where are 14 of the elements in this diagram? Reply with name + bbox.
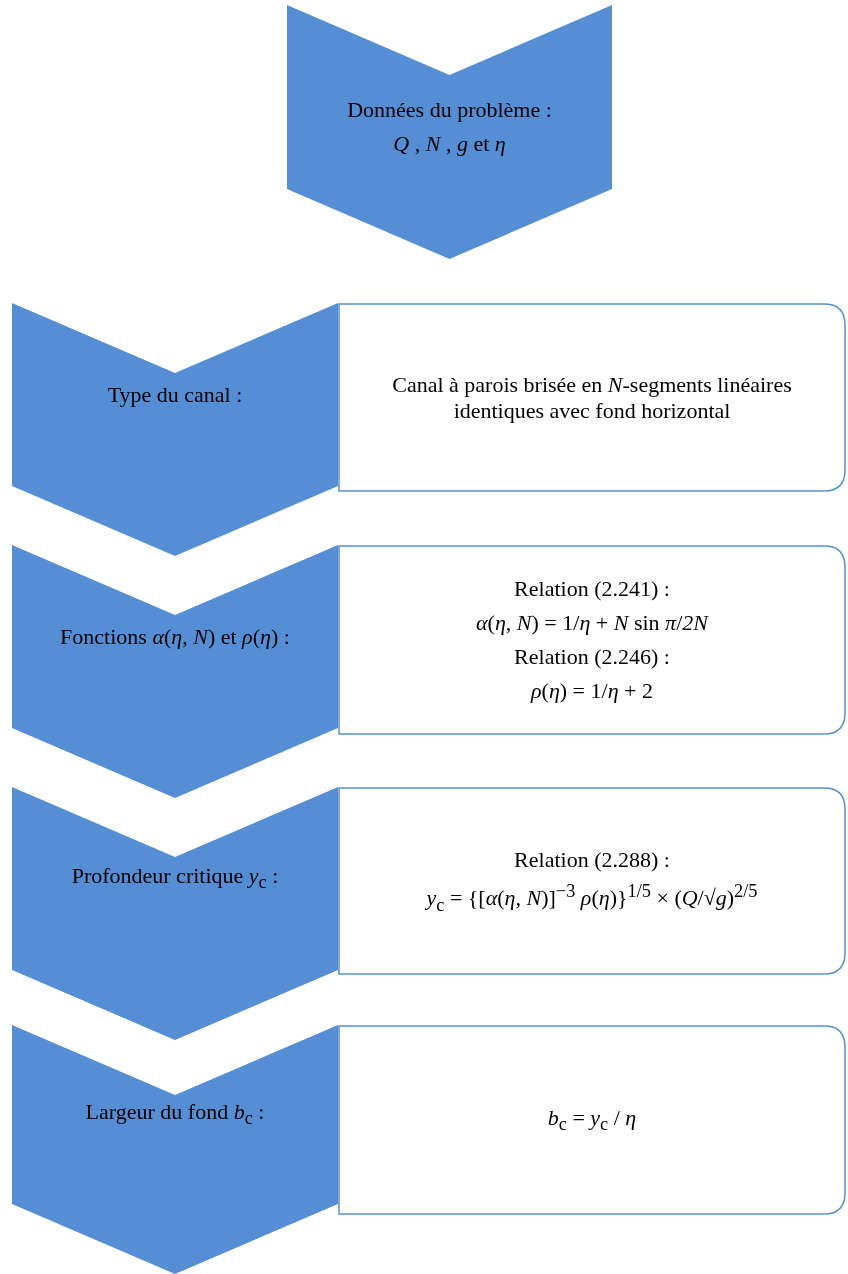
step-label: Profondeur critique y$_{c}$ : [71,863,279,894]
step-label: Largeur du fond b$_{c}$ : [85,1099,265,1130]
description-text: Canal à parois brisée en N-segments linéaires identiques avec fond horizontal [391,371,793,424]
formula: ρ(η) = 1/η + 2 [531,678,653,704]
relation-label: Relation (2.241) : [514,576,670,602]
formula: y$_{c}$ = {[α(η, N)]$^{−3}$ ρ(η)}$^{1/5}$ × (Q/√g)$^{2/5}$ [426,880,758,916]
step-label: Données du problème : [347,97,552,123]
step-label: Fonctions α(η, N) et ρ(η) : [60,623,290,650]
relation-label: Relation (2.246) : [514,644,670,670]
formula: α(η, N) = 1/η + N sin π/2N [476,610,708,636]
formula: b$_{c}$ = y$_{c}$ / η [547,1104,637,1136]
step-label: Type du canal : [107,381,243,408]
step-label: Q , N , g et η [393,131,506,157]
relation-label: Relation (2.288) : [514,846,670,873]
